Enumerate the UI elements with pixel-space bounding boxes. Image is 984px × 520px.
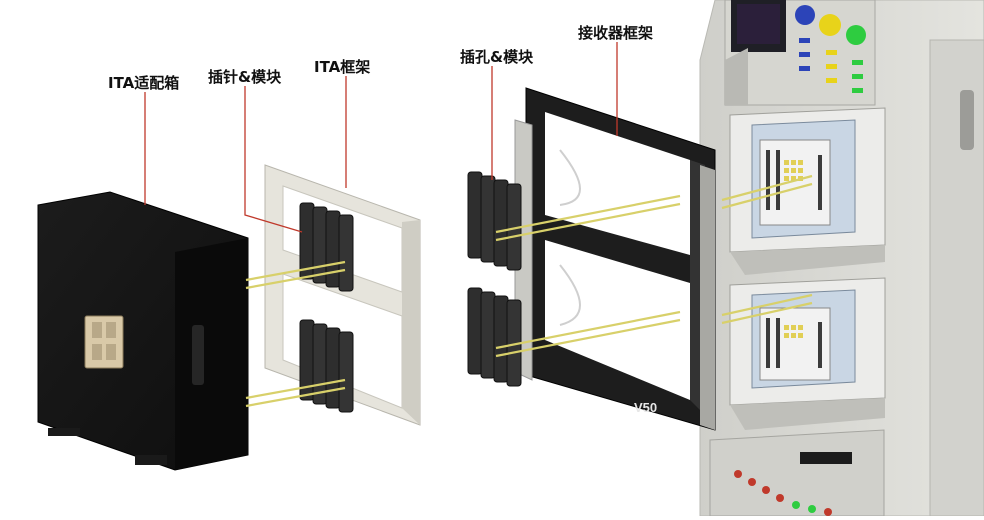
blue-knob: [795, 5, 815, 25]
test-cabinet: [699, 0, 984, 517]
yellow-knob: [819, 14, 841, 36]
indicator-light: [792, 501, 800, 509]
label-socket-module: 插孔&模块: [460, 48, 534, 66]
socket-module-upper: [467, 171, 522, 271]
control-panel: [724, 0, 876, 106]
receiver-model-label: V50: [634, 400, 657, 415]
green-knob: [846, 25, 866, 45]
socket-module-lower: [467, 287, 522, 387]
receiver-frame: [514, 87, 716, 431]
bottom-panel: [709, 429, 885, 517]
label-receiver-frame: 接收器框架: [578, 24, 654, 42]
leader-lines: [144, 42, 618, 233]
signal-wires: [245, 174, 813, 408]
indicator-light: [824, 508, 832, 516]
indicator-light: [748, 478, 756, 486]
ita-adapter-box: [37, 191, 249, 471]
indicator-light: [808, 505, 816, 513]
label-ita-frame: ITA框架: [314, 58, 371, 76]
indicator-light: [762, 486, 770, 494]
pin-module-lower: [299, 319, 354, 413]
indicator-light: [776, 494, 784, 502]
indicator-light: [734, 470, 742, 478]
instrument-chassis-lower: [729, 277, 886, 430]
label-ita-adapter-box: ITA适配箱: [108, 74, 180, 92]
box-connector: [84, 315, 124, 369]
pin-module-upper: [299, 202, 354, 292]
label-pin-module: 插针&模块: [208, 68, 282, 86]
